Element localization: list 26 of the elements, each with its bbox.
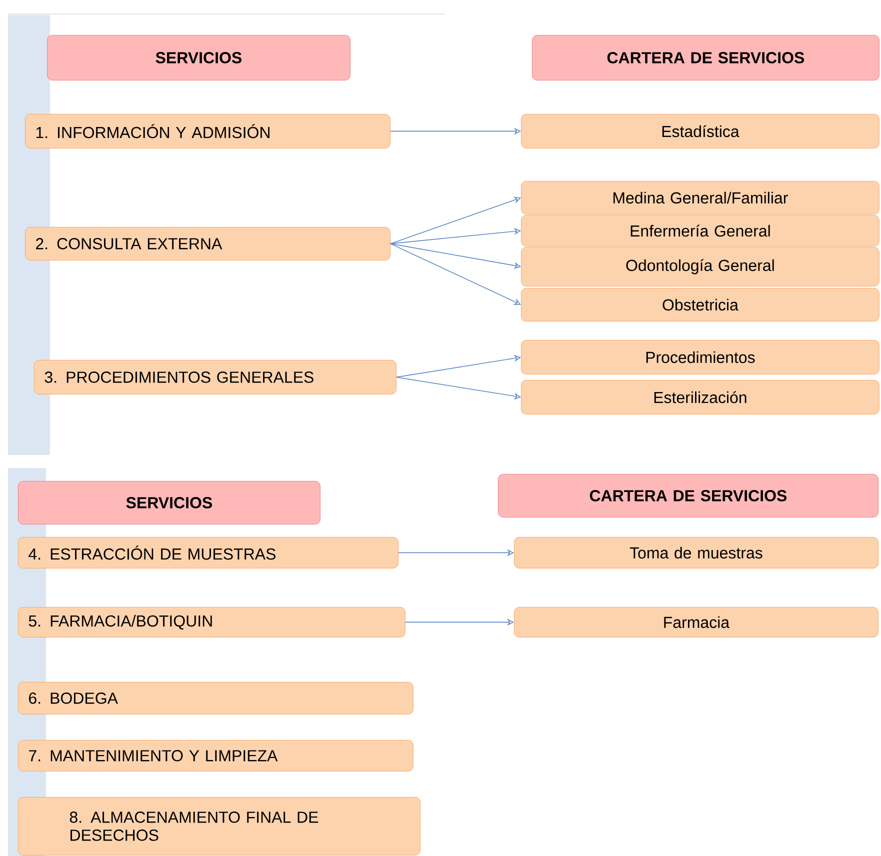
- arrow: [390, 243, 521, 269]
- portfolio-box: Medina General/Familiar: [521, 181, 880, 214]
- service-box: 5. FARMACIA/BOTIQUIN: [18, 607, 406, 638]
- portfolio-box: Odontología General: [521, 247, 880, 286]
- portfolio-box: Esterilización: [521, 380, 880, 414]
- portfolio-box: Farmacia: [514, 607, 878, 638]
- service-box: 8. ALMACENAMIENTO FINAL DE DESECHOS: [18, 797, 420, 856]
- arrow: [390, 228, 521, 244]
- portfolio-box: Toma de muestras: [514, 537, 878, 568]
- header-box: CARTERA DE SERVICIOS: [532, 35, 880, 80]
- service-box: 4. ESTRACCIÓN DE MUESTRAS: [18, 537, 398, 568]
- arrow: [396, 354, 521, 378]
- header-box: CARTERA DE SERVICIOS: [498, 474, 878, 518]
- portfolio-box: Obstetricia: [521, 288, 880, 322]
- portfolio-box: Enfermería General: [521, 215, 880, 246]
- arrow: [390, 243, 521, 305]
- service-box: 3. PROCEDIMIENTOS GENERALES: [34, 360, 396, 394]
- service-box: 2. CONSULTA EXTERNA: [25, 227, 390, 260]
- service-box: 7. MANTENIMIENTO Y LIMPIEZA: [18, 740, 414, 772]
- header-box: SERVICIOS: [47, 35, 350, 80]
- service-box: 1. INFORMACIÓN Y ADMISIÓN: [25, 114, 390, 148]
- portfolio-box: Procedimientos: [521, 340, 880, 374]
- header-box: SERVICIOS: [18, 481, 320, 524]
- portfolio-box: Estadística: [521, 114, 880, 148]
- service-box: 6. BODEGA: [18, 682, 414, 714]
- arrow: [390, 196, 521, 244]
